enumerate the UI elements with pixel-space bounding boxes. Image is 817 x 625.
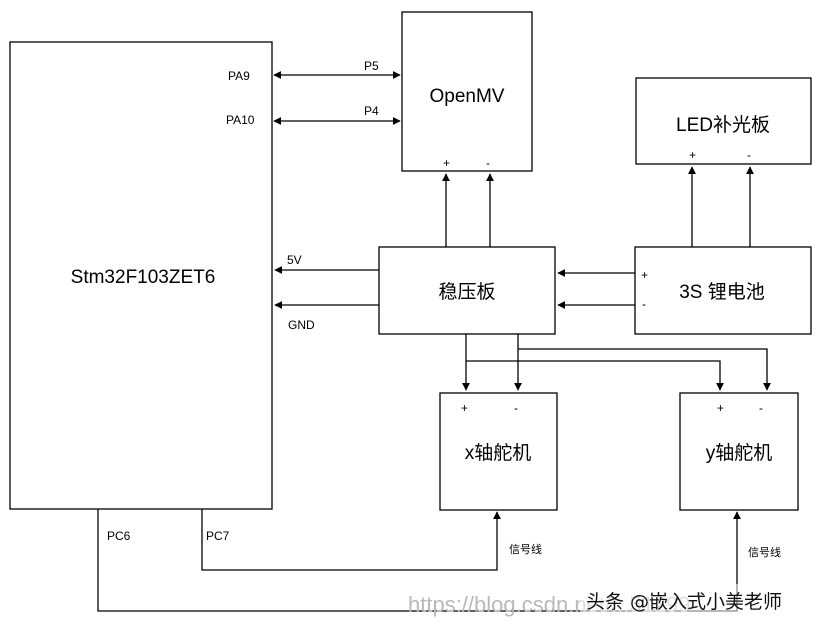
regulator-to-servo-y-plus	[466, 360, 724, 391]
openmv-label: OpenMV	[430, 86, 505, 107]
battery-plus-label: +	[641, 268, 648, 282]
servo-y-plus-label: +	[717, 401, 724, 415]
servo-x-block: x轴舵机 + -	[439, 392, 558, 511]
pin-pa9-label: PA9	[228, 69, 250, 83]
battery-label: 3S 锂电池	[679, 281, 765, 303]
servo-y-block: y轴舵机 + -	[679, 392, 799, 511]
servo-x-signal-label: 信号线	[509, 542, 542, 556]
pc6-signal-line	[97, 509, 741, 612]
led-plus-label: +	[689, 148, 696, 162]
led-block: LED补光板 + -	[635, 77, 812, 165]
led-minus-label: -	[747, 148, 751, 162]
pin-pc7-label: PC7	[206, 529, 230, 543]
openmv-block: OpenMV + -	[401, 11, 533, 172]
battery-block: 3S 锂电池 + -	[634, 246, 812, 335]
servo-y-minus-label: -	[759, 401, 763, 415]
pin-5v-label: 5V	[287, 253, 302, 267]
led-label: LED补光板	[676, 114, 770, 136]
openmv-plus-label: +	[443, 156, 450, 170]
battery-minus-label: -	[642, 297, 646, 311]
openmv-p4-label: P4	[364, 104, 379, 118]
servo-y-label: y轴舵机	[706, 442, 773, 464]
stm32-label: Stm32F103ZET6	[71, 267, 216, 288]
servo-x-minus-label: -	[514, 401, 518, 415]
author-badge: 头条 @嵌入式小美老师	[586, 591, 782, 613]
regulator-block: 稳压板	[378, 246, 556, 335]
pin-gnd-label: GND	[288, 318, 315, 332]
stm32-block: Stm32F103ZET6 PA9 PA10 5V GND PC6 PC7	[9, 41, 315, 543]
servo-x-plus-label: +	[461, 401, 468, 415]
author-badge-bg	[580, 584, 812, 616]
openmv-minus-label: -	[486, 156, 490, 170]
regulator-to-servo-y-minus	[518, 348, 771, 391]
pin-pa10-label: PA10	[226, 113, 255, 127]
pc7-signal-line	[201, 509, 501, 571]
pin-pc6-label: PC6	[107, 529, 131, 543]
servo-y-signal-label: 信号线	[748, 545, 781, 559]
openmv-p5-label: P5	[364, 59, 379, 73]
servo-x-label: x轴舵机	[465, 442, 532, 464]
regulator-label: 稳压板	[438, 281, 495, 303]
